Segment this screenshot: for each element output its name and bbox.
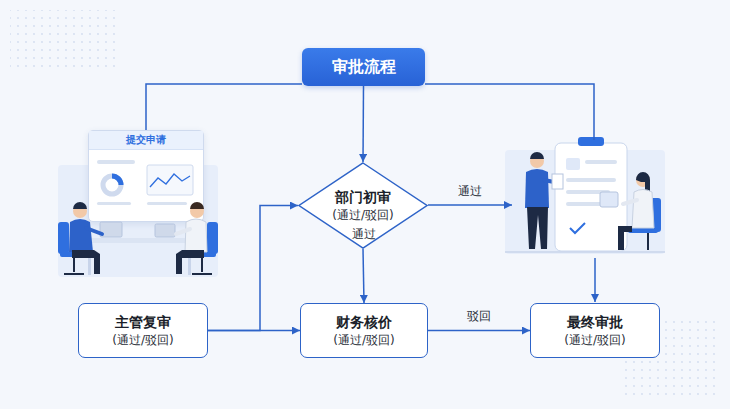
chair-leg: [647, 233, 649, 250]
arm: [86, 228, 102, 234]
flow-connector: [428, 330, 530, 332]
hair: [73, 202, 87, 209]
branch-line: [425, 84, 594, 140]
node-heading: 主管复审: [115, 312, 171, 332]
chart-line: [150, 174, 190, 187]
head: [190, 204, 204, 218]
head: [636, 173, 650, 187]
diamond-outline: [298, 162, 428, 249]
head: [530, 154, 544, 168]
node-note: (通过/驳回): [332, 207, 393, 224]
node-heading: 审批流程: [332, 57, 396, 78]
torso: [632, 190, 654, 229]
clipboard: [555, 143, 627, 251]
node-heading: 提交申请: [89, 131, 203, 150]
chair-base: [192, 273, 212, 275]
text-line: [97, 160, 135, 164]
chair-back: [58, 222, 69, 254]
head: [73, 204, 87, 218]
clipboard-clip: [578, 137, 604, 146]
process-box: 财务核价(通过/驳回): [300, 303, 428, 358]
tablet: [600, 192, 618, 207]
laptop: [155, 224, 175, 237]
chair-seat: [60, 252, 88, 257]
flow-connector: [363, 249, 364, 303]
flow-connector: [362, 86, 364, 162]
clipboard-icon: [566, 158, 580, 170]
title-box: 审批流程: [302, 48, 425, 86]
legs: [176, 250, 204, 274]
hair: [636, 172, 650, 192]
arm: [176, 229, 190, 234]
node-heading: 最终审批: [567, 312, 623, 332]
flow-connector: [208, 330, 300, 332]
arm: [544, 180, 554, 182]
legs: [618, 226, 632, 250]
floor-line: [505, 251, 665, 253]
panel-content: [97, 160, 193, 205]
check-mark: [570, 223, 585, 233]
form-panel: 提交申请: [88, 130, 204, 222]
chair-back: [650, 198, 661, 232]
desk-top: [80, 238, 200, 243]
review-scene: [505, 137, 665, 252]
legs: [72, 250, 100, 274]
process-box: 主管复审(通过/驳回): [78, 303, 208, 358]
diamond-shape: [299, 163, 427, 248]
node-note: (通过/驳回): [112, 332, 173, 349]
node-heading: 部门初审: [335, 187, 391, 207]
flow-connector: [208, 206, 298, 331]
scene-backdrop: [505, 150, 665, 254]
arm: [623, 200, 637, 204]
process-box: 最终审批(通过/驳回): [530, 303, 660, 358]
torso: [525, 169, 549, 208]
text-line: [147, 202, 187, 205]
hair: [530, 152, 544, 159]
edge-label: 驳回: [467, 309, 491, 323]
chair-post: [73, 257, 75, 272]
chair-base: [64, 273, 84, 275]
node-note: (通过/驳回): [333, 332, 394, 349]
flow-label: 通过: [458, 184, 482, 198]
flow-arrow: [428, 204, 512, 206]
flow-arrow: [594, 258, 596, 302]
decision-diamond: 部门初审(通过/驳回): [298, 162, 428, 249]
node-heading: 财务核价: [336, 312, 392, 332]
chair-back: [207, 222, 218, 254]
desk-leg: [188, 243, 191, 275]
legs: [527, 207, 548, 249]
desk-leg: [88, 243, 91, 275]
torso: [69, 219, 93, 252]
chair-post: [201, 257, 203, 272]
flow-connector: [146, 84, 302, 130]
paper: [552, 174, 563, 189]
desk-scene: [58, 202, 218, 275]
dot-grid: [10, 10, 120, 70]
text-line: [566, 202, 616, 206]
chart-box: [147, 165, 193, 195]
hair: [190, 202, 204, 209]
donut-slice: [112, 176, 121, 185]
donut-ring: [103, 176, 121, 194]
torso: [185, 219, 207, 252]
chair-seat: [628, 228, 658, 233]
text-line: [566, 178, 616, 182]
laptop: [100, 222, 122, 237]
node-note: (通过/驳回): [564, 332, 625, 349]
text-line: [566, 190, 610, 194]
chair-seat: [188, 252, 216, 257]
text-line: [97, 202, 131, 205]
text-line: [585, 160, 617, 164]
